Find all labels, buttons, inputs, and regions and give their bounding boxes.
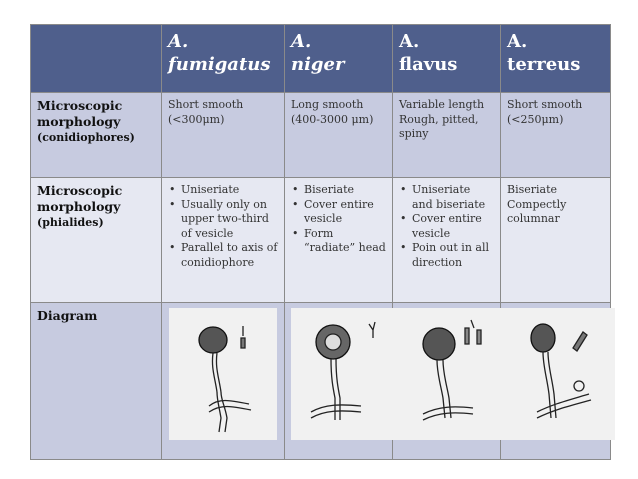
species-comparison-table: A. fumigatus A. niger A. flavus A. terre… [30, 24, 615, 460]
cell-terreus-diagram [500, 302, 615, 460]
phialides-row: Microscopic morphology (phialides) Unise… [30, 177, 611, 303]
species-name: flavus [399, 54, 458, 75]
species-name: terreus [507, 54, 581, 75]
bullet-list: Uniseriate Usually only on upper two-thi… [168, 183, 278, 270]
niger-diagram-image [291, 308, 399, 440]
cell-terreus-conidiophores: Short smooth (<250μm) [500, 92, 611, 178]
row-title: Microscopic morphology [37, 183, 123, 214]
species-name: niger [291, 54, 345, 75]
species-genus: A. [399, 31, 420, 52]
species-genus: A. [291, 31, 312, 52]
header-species-fumigatus: A. fumigatus [161, 24, 285, 93]
header-row: A. fumigatus A. niger A. flavus A. terre… [30, 24, 611, 93]
terreus-sketch [530, 323, 592, 419]
conidiophores-row: Microscopic morphology (conidiophores) S… [30, 92, 611, 178]
bullet-list: Biseriate Cover entire vesicle Form “rad… [291, 183, 386, 256]
list-item: Poin out in all direction [400, 241, 494, 270]
cell-fumigatus-phialides: Uniseriate Usually only on upper two-thi… [161, 177, 285, 303]
niger-sketch [310, 321, 376, 420]
header-species-niger: A. niger [284, 24, 393, 93]
row-subtitle: (phialides) [37, 216, 104, 229]
row-header-phialides: Microscopic morphology (phialides) [30, 177, 162, 303]
species-genus: A. [168, 31, 189, 52]
fumigatus-diagram-image [169, 308, 277, 440]
cell-niger-phialides: Biseriate Cover entire vesicle Form “rad… [284, 177, 393, 303]
row-title: Microscopic morphology [37, 98, 123, 129]
cell-terreus-phialides: Biseriate Compectly columnar [500, 177, 611, 303]
list-item: Uniseriate and biseriate [400, 183, 494, 212]
row-subtitle: (conidiophores) [37, 131, 135, 144]
list-item: Usually only on upper two-third of vesic… [169, 198, 278, 242]
cell-flavus-phialides: Uniseriate and biseriate Cover entire ve… [392, 177, 501, 303]
list-item: Cover entire vesicle [292, 198, 386, 227]
header-corner [30, 24, 162, 93]
species-name: fumigatus [168, 54, 271, 75]
cell-niger-diagram [284, 302, 399, 460]
bullet-list: Uniseriate and biseriate Cover entire ve… [399, 183, 494, 270]
list-item: Parallel to axis of conidiophore [169, 241, 278, 270]
diagram-row: Diagram [30, 302, 615, 460]
cell-niger-conidiophores: Long smooth (400-3000 μm) [284, 92, 393, 178]
list-item: Cover entire vesicle [400, 212, 494, 241]
list-item: Form “radiate” head [292, 227, 386, 256]
cell-fumigatus-diagram [161, 302, 285, 460]
list-item: Uniseriate [169, 183, 278, 198]
row-header-conidiophores: Microscopic morphology (conidiophores) [30, 92, 162, 178]
cell-fumigatus-conidiophores: Short smooth (<300μm) [161, 92, 285, 178]
row-header-diagram: Diagram [30, 302, 162, 460]
fumigatus-sketch [198, 326, 252, 433]
header-species-flavus: A. flavus [392, 24, 501, 93]
flavus-diagram-image [399, 308, 507, 440]
header-species-terreus: A. terreus [500, 24, 611, 93]
terreus-diagram-image [507, 308, 615, 440]
cell-flavus-diagram [392, 302, 507, 460]
species-genus: A. [507, 31, 528, 52]
list-item: Biseriate [292, 183, 386, 198]
flavus-sketch [422, 319, 482, 421]
cell-flavus-conidiophores: Variable length Rough, pitted, spiny [392, 92, 501, 178]
